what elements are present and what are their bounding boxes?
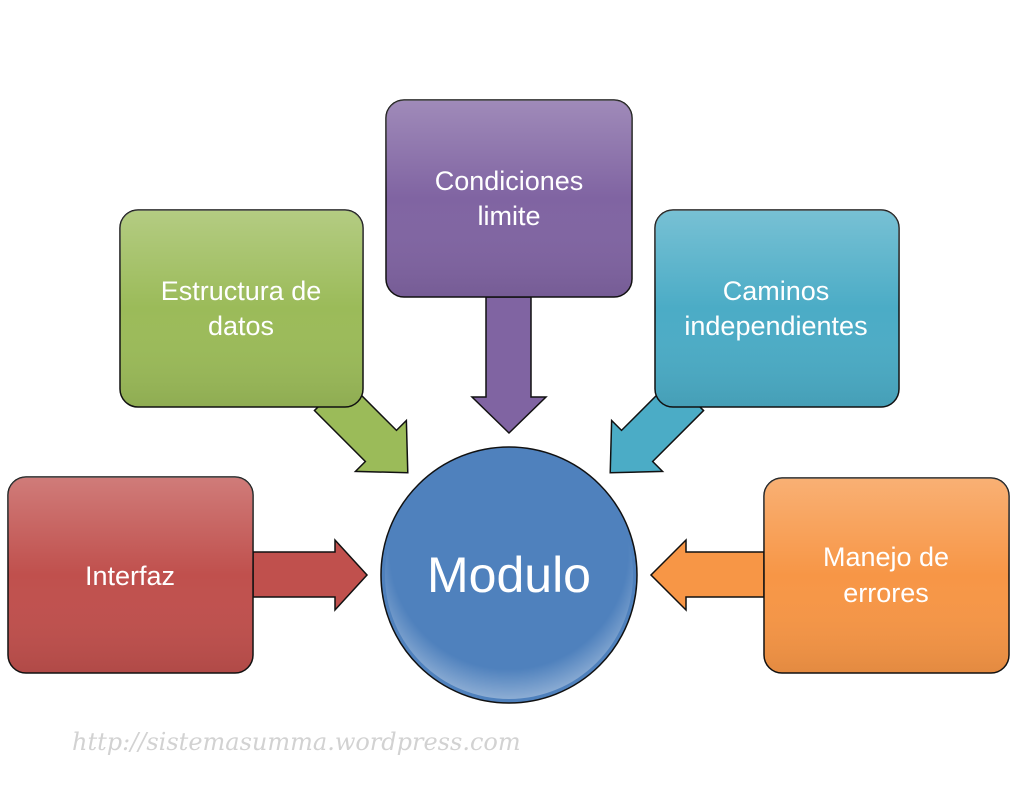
node-label: Interfaz — [85, 561, 175, 591]
node-label: errores — [843, 578, 929, 608]
node-label: Estructura de — [161, 276, 322, 306]
node-estructura-de-datos: Estructura de datos — [119, 209, 364, 408]
arrow-errores — [649, 538, 765, 612]
center-node-modulo: Modulo — [380, 446, 638, 704]
node-label: Caminos — [723, 276, 830, 306]
node-condiciones-limite: Condiciones limite — [385, 99, 633, 298]
watermark: http://sistemasumma.wordpress.com — [72, 728, 521, 756]
center-label: Modulo — [427, 547, 591, 603]
arrow-interfaz — [252, 538, 369, 612]
node-label: independientes — [684, 311, 867, 341]
arrow-condiciones — [470, 296, 548, 435]
node-label: Condiciones — [435, 166, 584, 196]
node-label: datos — [208, 311, 274, 341]
node-interfaz: Interfaz — [7, 476, 254, 674]
node-label: Manejo de — [823, 542, 949, 572]
node-manejo-de-errores: Manejo de errores — [763, 477, 1010, 674]
node-caminos-independientes: Caminos independientes — [654, 209, 900, 408]
node-label: limite — [477, 201, 540, 231]
